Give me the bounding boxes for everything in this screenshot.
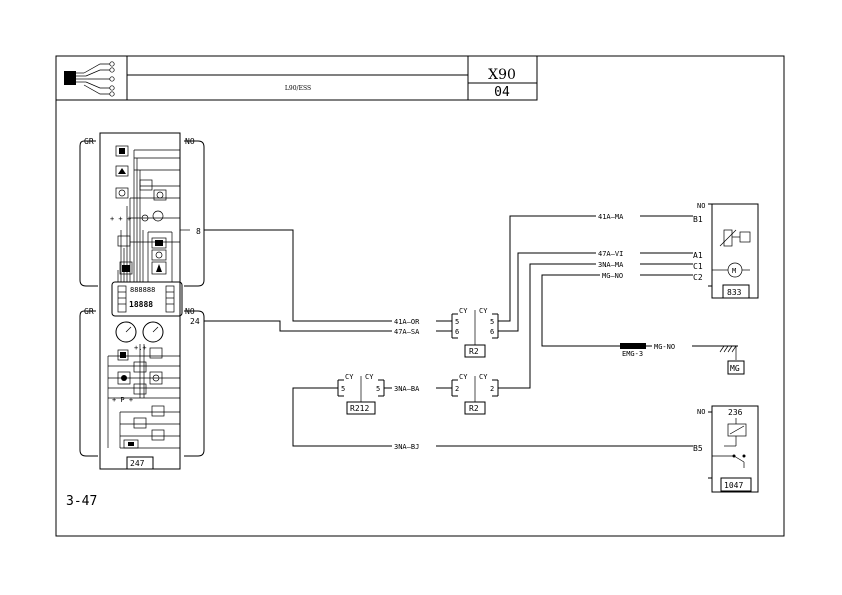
title-block: L90/ESS X90 04 [55,55,538,101]
wire-3na-bj: 3NA—BJ [394,443,419,451]
relay-1047-id: 1047 [724,481,743,490]
r2-bottom-id: R2 [469,404,479,413]
warning-lamp-icons-lower: + P + [112,347,165,449]
sensor-833-id: 833 [727,288,742,297]
panel-left-bottom-color: GR [84,307,94,316]
instrument-display: 888888 18888 [111,281,183,317]
r2-bottom-pin-l: 2 [455,385,459,393]
gauge-icons: +.+ [115,321,164,352]
splice-emg3-id: EMG-3 [622,350,643,358]
svg-text:M: M [732,267,736,275]
warning-lamp-icons-upper: + + + [110,145,167,275]
r212-color-right: CY [365,373,374,381]
r212-pin-l: 5 [341,385,345,393]
relay-1047: NO 236 B5 1047 [693,405,759,493]
motor-icon: M [712,262,750,278]
wire-41a-ma: 41A—MA [598,213,624,221]
svg-text:+ P +: + P + [112,396,133,404]
wire-47a-vi: 47A—VI [598,250,623,258]
r2-bottom-pin-r: 2 [490,385,494,393]
ground-mg-id: MG [730,364,740,373]
sensor-833-pin-c1: C1 [693,262,703,271]
panel-pin-8: 8 [196,227,201,236]
panel-right-top-color: NO [185,137,195,146]
sensor-833-pin-b1: B1 [693,215,703,224]
sensor-833-pin-c2: C2 [693,273,703,282]
r212-color-left: CY [345,373,354,381]
connector-r2-top: CY CY 5 6 5 6 R2 [451,307,499,358]
relay-coil-icon [712,418,747,468]
sensor-833: NO B1 A1 C1 C2 M 833 [693,202,759,299]
display-row-1: 888888 [130,286,155,294]
wire-47a-sa: 47A—SA [394,328,420,336]
display-row-2: 18888 [129,300,153,309]
panel-left-top-color: GR [84,137,94,146]
r2-top-id: R2 [469,347,479,356]
r2-top-pin-r2: 6 [490,328,494,336]
wire-mg-no: MG—NO [602,272,623,280]
sheet-number: 04 [494,85,510,100]
r212-pin-r: 5 [376,385,380,393]
connector-r2-bottom: CY CY 2 2 R2 [451,373,499,415]
sensor-833-pin-a1: A1 [693,251,703,260]
wire-paths [204,215,718,447]
r212-id: R212 [350,404,369,413]
panel-id: 247 [130,459,145,468]
r2-top-pin-r1: 5 [490,318,494,326]
vehicle-code: L90/ESS [285,85,311,92]
r2-top-pin-l2: 6 [455,328,459,336]
panel-pin-24: 24 [190,317,200,326]
r2-bottom-color-left: CY [459,373,468,381]
relay-1047-color: NO [697,408,705,416]
splice-emg3: EMG-3 [620,343,646,358]
wire-3na-ma: 3NA—MA [598,261,624,269]
r2-top-pin-l1: 5 [455,318,459,326]
r2-bottom-color-right: CY [479,373,488,381]
relay-1047-pin-b5: B5 [693,444,703,453]
ground-mg: MG [718,345,745,375]
relay-236-label: 236 [728,408,743,417]
sensor-833-color: NO [697,202,705,210]
wire-41a-or: 41A—OR [394,318,420,326]
wire-labels: 41A—OR 47A—SA 41A—MA 47A—VI 3NA—MA MG—NO… [392,211,692,451]
connector-r212: CY CY 5 5 R212 [337,373,385,415]
page-reference: 3-47 [66,494,97,509]
panel-right-bottom-color: NO [185,307,195,316]
resistor-icon [719,229,751,247]
connector-logo-icon [64,61,115,97]
r2-top-color-right: CY [479,307,488,315]
r2-top-color-left: CY [459,307,468,315]
wire-3na-ba: 3NA—BA [394,385,420,393]
svg-text:+ + +: + + + [110,215,131,223]
instrument-panel-247: GR NO GR NO 8 24 [79,132,205,470]
diagram-id: X90 [488,67,516,83]
wire-mg-no-ground: MG-NO [654,343,675,351]
sheet-border [55,55,785,537]
